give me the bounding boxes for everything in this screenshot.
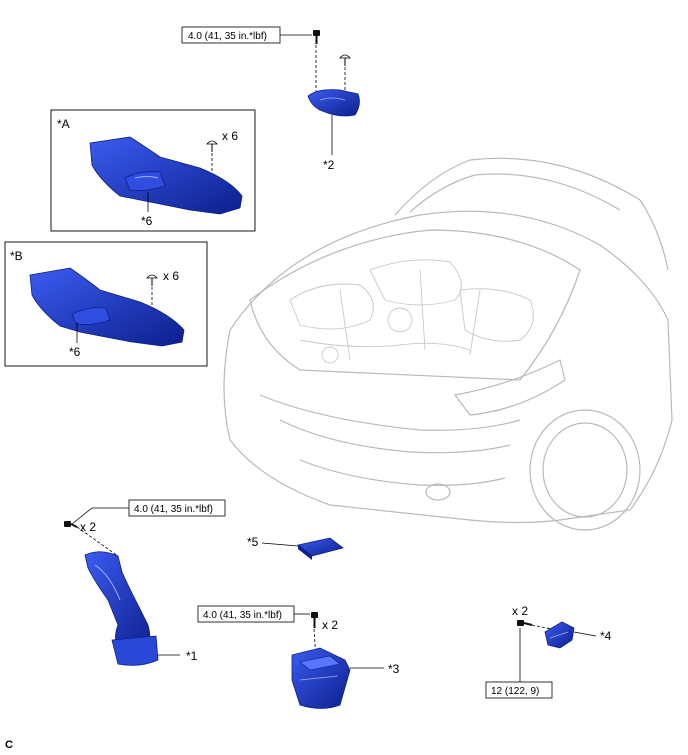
part-label-3: *3 [388, 662, 400, 676]
part-4-bracket [544, 621, 575, 649]
bolt-icon [311, 612, 318, 628]
part-label-1: *1 [186, 649, 198, 663]
part-3-bracket [291, 647, 351, 709]
radiator-support-cover-a [89, 136, 243, 215]
part-label-6a: *6 [141, 214, 153, 228]
part-label-2: *2 [323, 158, 335, 172]
vehicle-front-illustration [223, 157, 673, 531]
leader-line [573, 631, 597, 637]
quantity-label-left: x 2 [80, 520, 96, 534]
variant-label-a: *A [57, 117, 70, 131]
torque-text-right: 12 (122, 9) [491, 686, 539, 697]
clip-icon [339, 54, 351, 66]
bolt-icon [517, 620, 533, 626]
clip-icon [206, 140, 218, 152]
illustration-code: C [5, 739, 13, 751]
part-2-bracket [307, 89, 360, 117]
part-1-duct [84, 551, 159, 666]
quantity-label-b: x 6 [163, 269, 179, 283]
torque-spec-middle: 4.0 (41, 35 in.*lbf) [197, 605, 310, 623]
clip-icon [146, 274, 158, 286]
quantity-label-right: x 2 [512, 604, 528, 618]
torque-spec-top: 4.0 (41, 35 in.*lbf) [181, 26, 312, 44]
variant-label-b: *B [10, 249, 23, 263]
leader-line [261, 542, 299, 547]
variant-box-b: *B x 6 *6 [4, 241, 208, 367]
torque-spec-right: 12 (122, 9) [485, 681, 553, 699]
torque-spec-left: 4.0 (41, 35 in.*lbf) [71, 499, 226, 525]
part-label-5: *5 [247, 535, 259, 549]
install-guide-line [76, 526, 119, 557]
torque-text-left: 4.0 (41, 35 in.*lbf) [134, 504, 213, 515]
quantity-label-a: x 6 [222, 129, 238, 143]
part-5-filter [297, 537, 344, 560]
part-label-4: *4 [600, 629, 612, 643]
bolt-icon [64, 521, 78, 528]
radiator-support-cover-b [29, 267, 185, 347]
torque-text-top: 4.0 (41, 35 in.*lbf) [188, 31, 267, 42]
torque-text-middle: 4.0 (41, 35 in.*lbf) [203, 610, 282, 621]
bolt-icon [313, 30, 320, 44]
part-label-6b: *6 [69, 345, 81, 359]
variant-box-a: *A x 6 *6 [50, 109, 256, 232]
engine-bay-detail [289, 259, 534, 364]
quantity-label-middle: x 2 [322, 618, 338, 632]
